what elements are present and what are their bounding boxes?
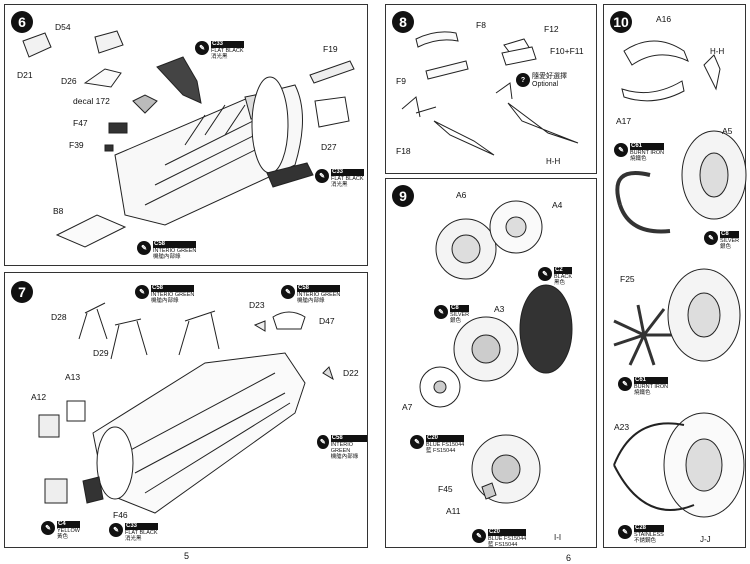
part-d21: D21	[17, 70, 33, 80]
paint-brush-icon: ✎	[281, 285, 295, 299]
paint-brush-icon: ✎	[195, 41, 209, 55]
part-a7: A7	[402, 402, 413, 412]
paint-brush-icon: ✎	[472, 529, 486, 543]
part-a11: A11	[446, 506, 461, 516]
part-f47: F47	[73, 118, 88, 128]
paint-brush-icon: ✎	[41, 521, 55, 535]
part-b8: B8	[53, 206, 64, 216]
part-d26: D26	[61, 76, 77, 86]
step-7-drawing	[38, 302, 334, 514]
paint-brush-icon: ✎	[434, 305, 448, 319]
paint-brush-icon: ✎	[315, 169, 329, 183]
step-6-panel: 6	[4, 4, 368, 266]
part-d23: D23	[249, 300, 265, 310]
paint-brush-icon: ✎	[410, 435, 424, 449]
step-number: 7	[11, 281, 33, 303]
part-a6: A6	[456, 190, 467, 200]
part-a5: A5	[722, 126, 733, 136]
part-a13: A13	[65, 372, 81, 382]
part-a3: A3	[494, 304, 505, 314]
paint-brush-icon: ✎	[704, 231, 718, 245]
view-label: H-H	[710, 47, 725, 56]
paint-brush-icon: ✎	[618, 525, 632, 539]
decal-172: decal 172	[73, 96, 110, 106]
paint-brush-icon: ✎	[135, 285, 149, 299]
paint-brush-icon: ✎	[614, 143, 628, 157]
part-f10-f11: F10+F11	[550, 46, 584, 56]
step-number: 9	[392, 185, 414, 207]
part-f19: F19	[323, 44, 338, 54]
part-a16: A16	[656, 14, 672, 24]
step-10-drawing	[613, 40, 747, 518]
part-d54: D54	[55, 22, 71, 32]
paint-brush-icon: ✎	[317, 435, 329, 449]
page-number-right: 6	[566, 553, 572, 563]
part-a4: A4	[552, 200, 563, 210]
part-d28: D28	[51, 312, 67, 322]
part-f25: F25	[620, 274, 635, 284]
part-f46: F46	[113, 510, 128, 520]
part-d27: D27	[321, 142, 337, 152]
paint-brush-icon: ✎	[109, 523, 123, 537]
step-number: 8	[392, 11, 414, 33]
paint-brush-icon: ✎	[538, 267, 552, 281]
part-f12: F12	[544, 24, 559, 34]
part-f9: F9	[396, 76, 406, 86]
paint-brush-icon: ✎	[137, 241, 151, 255]
page-number-left: 5	[184, 551, 190, 561]
part-f8: F8	[476, 20, 486, 30]
step-9-drawing	[419, 200, 573, 504]
part-a17: A17	[616, 116, 632, 126]
part-f18: F18	[396, 146, 411, 156]
paint-brush-icon: ✎	[618, 377, 632, 391]
question-icon: ?	[516, 73, 530, 87]
view-label: I-I	[554, 533, 562, 542]
step-number: 6	[11, 11, 33, 33]
part-a12: A12	[31, 392, 47, 402]
part-f45: F45	[438, 484, 453, 494]
part-d22: D22	[343, 368, 359, 378]
view-label: J-J	[700, 535, 711, 544]
part-d29: D29	[93, 348, 109, 358]
step-number: 10	[610, 11, 632, 33]
step-6-drawing	[22, 30, 355, 248]
part-a23: A23	[614, 422, 630, 432]
step-8-drawing	[401, 31, 579, 156]
view-label: H-H	[546, 157, 561, 166]
part-f39: F39	[69, 140, 84, 150]
part-d47: D47	[319, 316, 335, 326]
